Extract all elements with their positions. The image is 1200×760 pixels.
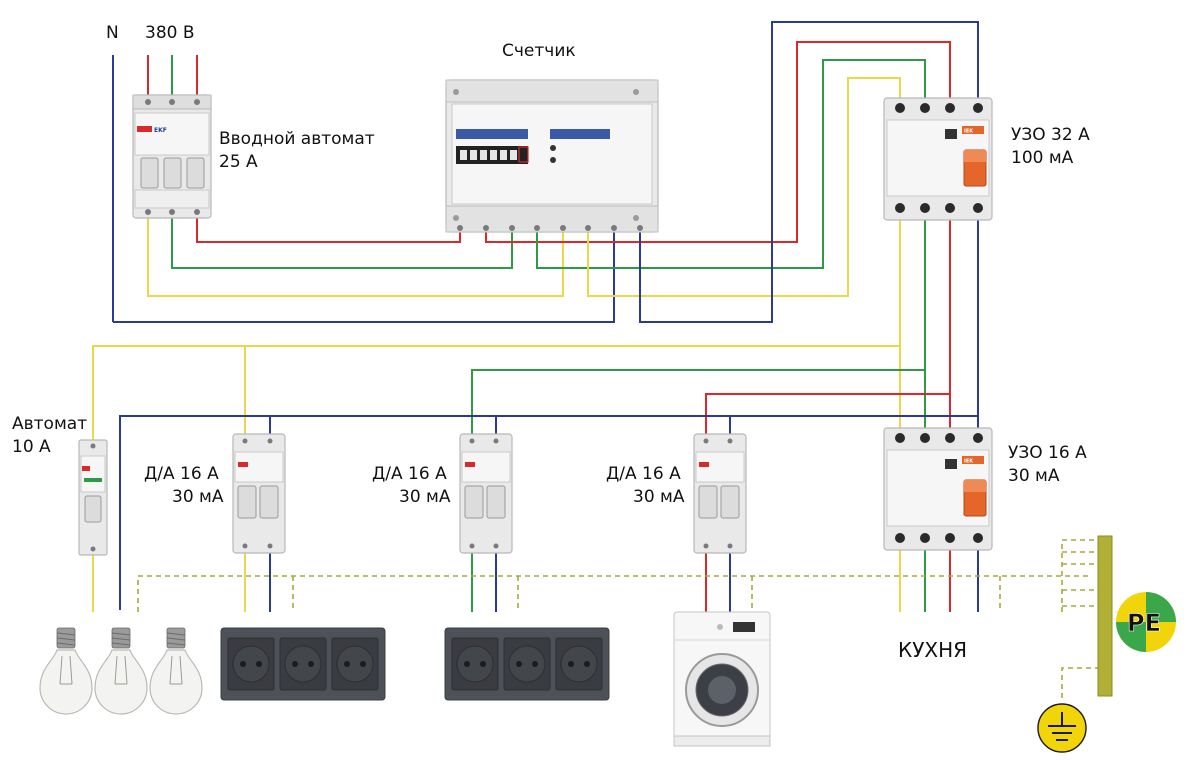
pe-bus-main	[137, 575, 1090, 612]
main-rcd-label-line2: 100 мА	[1011, 148, 1074, 168]
wall-socket-icon	[227, 637, 275, 691]
meter-to-rcd-green	[536, 59, 926, 269]
wall-socket-icon	[451, 637, 499, 691]
pe-to-ground	[1061, 667, 1100, 702]
rcbo3-label-line1: Д/А 16 А	[606, 464, 681, 484]
main-rcd[interactable]: IEK	[883, 97, 993, 221]
sockets-group-1	[220, 627, 386, 701]
breaker-to-meter-yellow	[147, 218, 564, 297]
electricity-meter	[445, 79, 659, 233]
incandescent-bulb-icon	[39, 627, 93, 715]
voltage-label: 380 В	[145, 23, 195, 43]
kitchen-rcd-label-line2: 30 мА	[1008, 466, 1060, 486]
rcbo-2[interactable]	[459, 433, 513, 554]
pe-to-bar1	[1061, 539, 1100, 612]
meter-to-rcd-yellow	[587, 77, 901, 297]
rcbo3-label-line2: 30 мА	[633, 487, 685, 507]
kitchen-rcd-brand-label: IEK	[964, 459, 974, 465]
main-rcd-label-line1: УЗО 32 А	[1011, 125, 1090, 145]
wall-socket-icon	[279, 637, 327, 691]
neutral-label: N	[106, 23, 119, 43]
breaker-to-meter-green	[171, 218, 513, 269]
breaker-to-meter-red	[196, 218, 461, 243]
meter-to-rcd-neutral	[639, 21, 979, 323]
light-breaker-label-line2: 10 А	[12, 437, 51, 457]
meter-label: Счетчик	[502, 41, 576, 61]
main-breaker-label-line1: Вводной автомат	[219, 129, 375, 149]
main-breaker-label-line2: 25 А	[219, 152, 258, 172]
sockets-group-2	[444, 627, 610, 701]
rcbo-1[interactable]	[232, 433, 286, 554]
light-breaker[interactable]	[78, 439, 108, 556]
bus-neutral	[119, 415, 978, 610]
bus-yellow	[92, 345, 900, 440]
rcbo1-label-line1: Д/А 16 А	[144, 464, 219, 484]
incandescent-bulb-icon	[149, 627, 203, 715]
main-breaker[interactable]: EKF	[132, 94, 212, 219]
labels: N 380 В Счетчик Вводной автомат 25 А УЗО…	[12, 23, 1090, 662]
ground-symbol-icon	[1037, 703, 1087, 753]
rcbo2-label-line1: Д/А 16 А	[372, 464, 447, 484]
bus-green	[471, 369, 925, 440]
pe-badge-label: PE	[1127, 609, 1161, 637]
wall-socket-icon	[555, 637, 603, 691]
pe-badge-icon: PE	[1116, 592, 1176, 652]
kitchen-rcd-label-line1: УЗО 16 А	[1008, 443, 1087, 463]
neutral-to-meter	[113, 232, 615, 323]
breaker-brand-label: EKF	[154, 127, 167, 134]
kitchen-rcd[interactable]: IEK	[883, 427, 993, 551]
meter-to-rcd-red	[485, 41, 951, 243]
wall-socket-icon	[331, 637, 379, 691]
rcbo1-label-line2: 30 мА	[172, 487, 224, 507]
bulbs-group	[39, 627, 203, 715]
incandescent-bulb-icon	[94, 627, 148, 715]
rcd-brand-label: IEK	[964, 129, 974, 135]
wall-socket-icon	[503, 637, 551, 691]
light-breaker-label-line1: Автомат	[12, 414, 87, 434]
rcbo2-label-line2: 30 мА	[399, 487, 451, 507]
washing-machine-icon	[673, 611, 771, 747]
kitchen-label: КУХНЯ	[898, 638, 967, 662]
bus-red	[705, 393, 950, 440]
rcbo-3[interactable]	[693, 433, 747, 554]
pe-bus-bar	[1097, 535, 1113, 697]
